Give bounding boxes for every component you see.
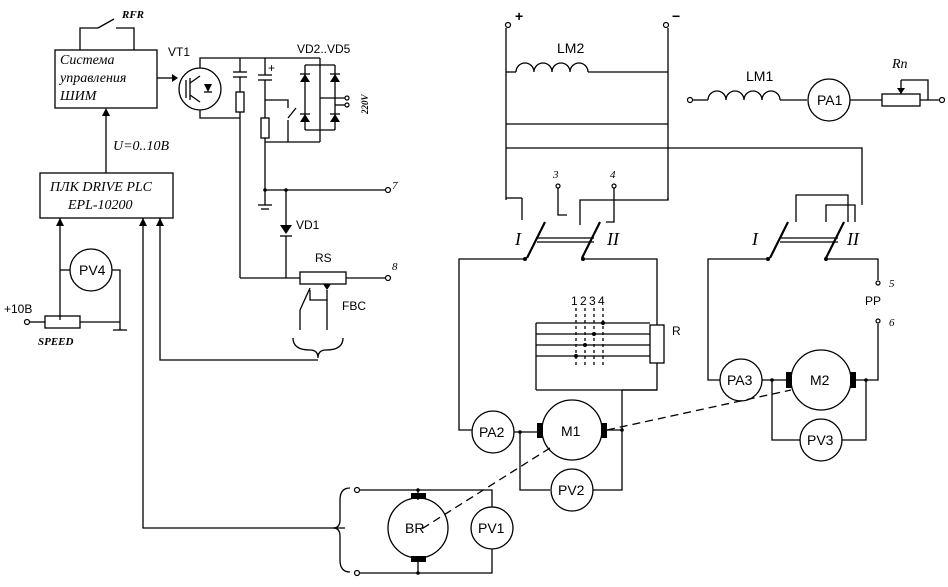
switch-2: I II 5 PP 6 — [707, 194, 895, 381]
signal-label: U=0..10В — [113, 139, 170, 154]
plus-label: + — [515, 8, 523, 24]
step-4: 4 — [598, 294, 605, 308]
pwm-label-3: ШИМ — [59, 89, 98, 104]
rfr-label: RFR — [121, 9, 144, 21]
vd1-label: VD1 — [296, 218, 320, 232]
sw2-label-i: I — [751, 229, 759, 249]
v220-label: 220V — [360, 94, 370, 116]
terminal-8: 8 — [392, 261, 398, 273]
vt1-label: VT1 — [168, 45, 190, 59]
terminal-7: 7 — [392, 180, 398, 192]
fbc-label: FBC — [342, 299, 366, 313]
starting-resistor: R 1 2 3 4 — [535, 294, 681, 391]
plc-label-2: EPL-10200 — [67, 198, 133, 213]
plc-label-1: ПЛК DRIVE PLC — [49, 180, 153, 195]
dc-supply: + − LM2 — [504, 8, 863, 225]
lm2-label: LM2 — [557, 40, 584, 56]
vt1-igbt: VT1 — [168, 45, 320, 119]
rs-label: RS — [315, 251, 332, 265]
plus10-label: +10В — [4, 302, 32, 316]
pwm-label-1: Система — [60, 53, 114, 68]
speed-label: SPEED — [38, 336, 74, 348]
svg-text:+: + — [268, 61, 275, 75]
tacho-br-circuit: BR PV1 — [332, 486, 514, 577]
motor-m2-circuit: PA3 M2 PV3 — [719, 349, 868, 462]
r-label: R — [672, 324, 681, 338]
minus-label: − — [672, 8, 680, 24]
speed-input-circuit: PV4 +10В SPEED — [4, 218, 127, 348]
step-1: 1 — [571, 294, 578, 308]
m1-label: M1 — [561, 423, 581, 439]
terminal-6: 6 — [889, 317, 895, 329]
switch-1: I II 3 4 — [458, 169, 658, 431]
pp-label: PP — [865, 294, 881, 308]
rs-shunt: 8 RS FBC — [240, 251, 398, 359]
pwm-controller-block: Система управления ШИМ — [54, 49, 158, 109]
step-3: 3 — [589, 294, 596, 308]
pwm-label-2: управления — [58, 71, 126, 86]
rfr-contact: RFR — [79, 9, 144, 50]
sw1-label-i: I — [514, 229, 522, 249]
motor-m1-circuit: PA2 M1 PV2 — [471, 389, 657, 512]
speed-potentiometer — [44, 315, 81, 329]
terminal-3: 3 — [552, 169, 559, 181]
step-2: 2 — [580, 294, 587, 308]
lm1-label: LM1 — [746, 68, 773, 84]
pv3-label: PV3 — [807, 432, 834, 448]
pv4-label: PV4 — [79, 262, 106, 278]
pa2-label: PA2 — [479, 424, 505, 440]
plc-block: ПЛК DRIVE PLC EPL-10200 — [39, 172, 174, 219]
sw1-label-ii: II — [606, 229, 620, 249]
pa3-label: PA3 — [727, 372, 753, 388]
sw2-label-ii: II — [846, 229, 860, 249]
pv1-label: PV1 — [478, 520, 505, 536]
vd2-vd5-label: VD2..VD5 — [297, 42, 351, 56]
diode-bridge: VD2..VD5 220V — [297, 42, 370, 142]
terminal-4: 4 — [610, 169, 616, 181]
br-label: BR — [405, 520, 424, 536]
rp-label: Rп — [891, 57, 908, 72]
pv2-label: PV2 — [558, 482, 585, 498]
terminal-5: 5 — [889, 278, 895, 290]
lm1-circuit: LM1 PA1 Rп — [686, 57, 946, 122]
pa1-label: PA1 — [817, 92, 843, 108]
m2-label: M2 — [810, 372, 830, 388]
